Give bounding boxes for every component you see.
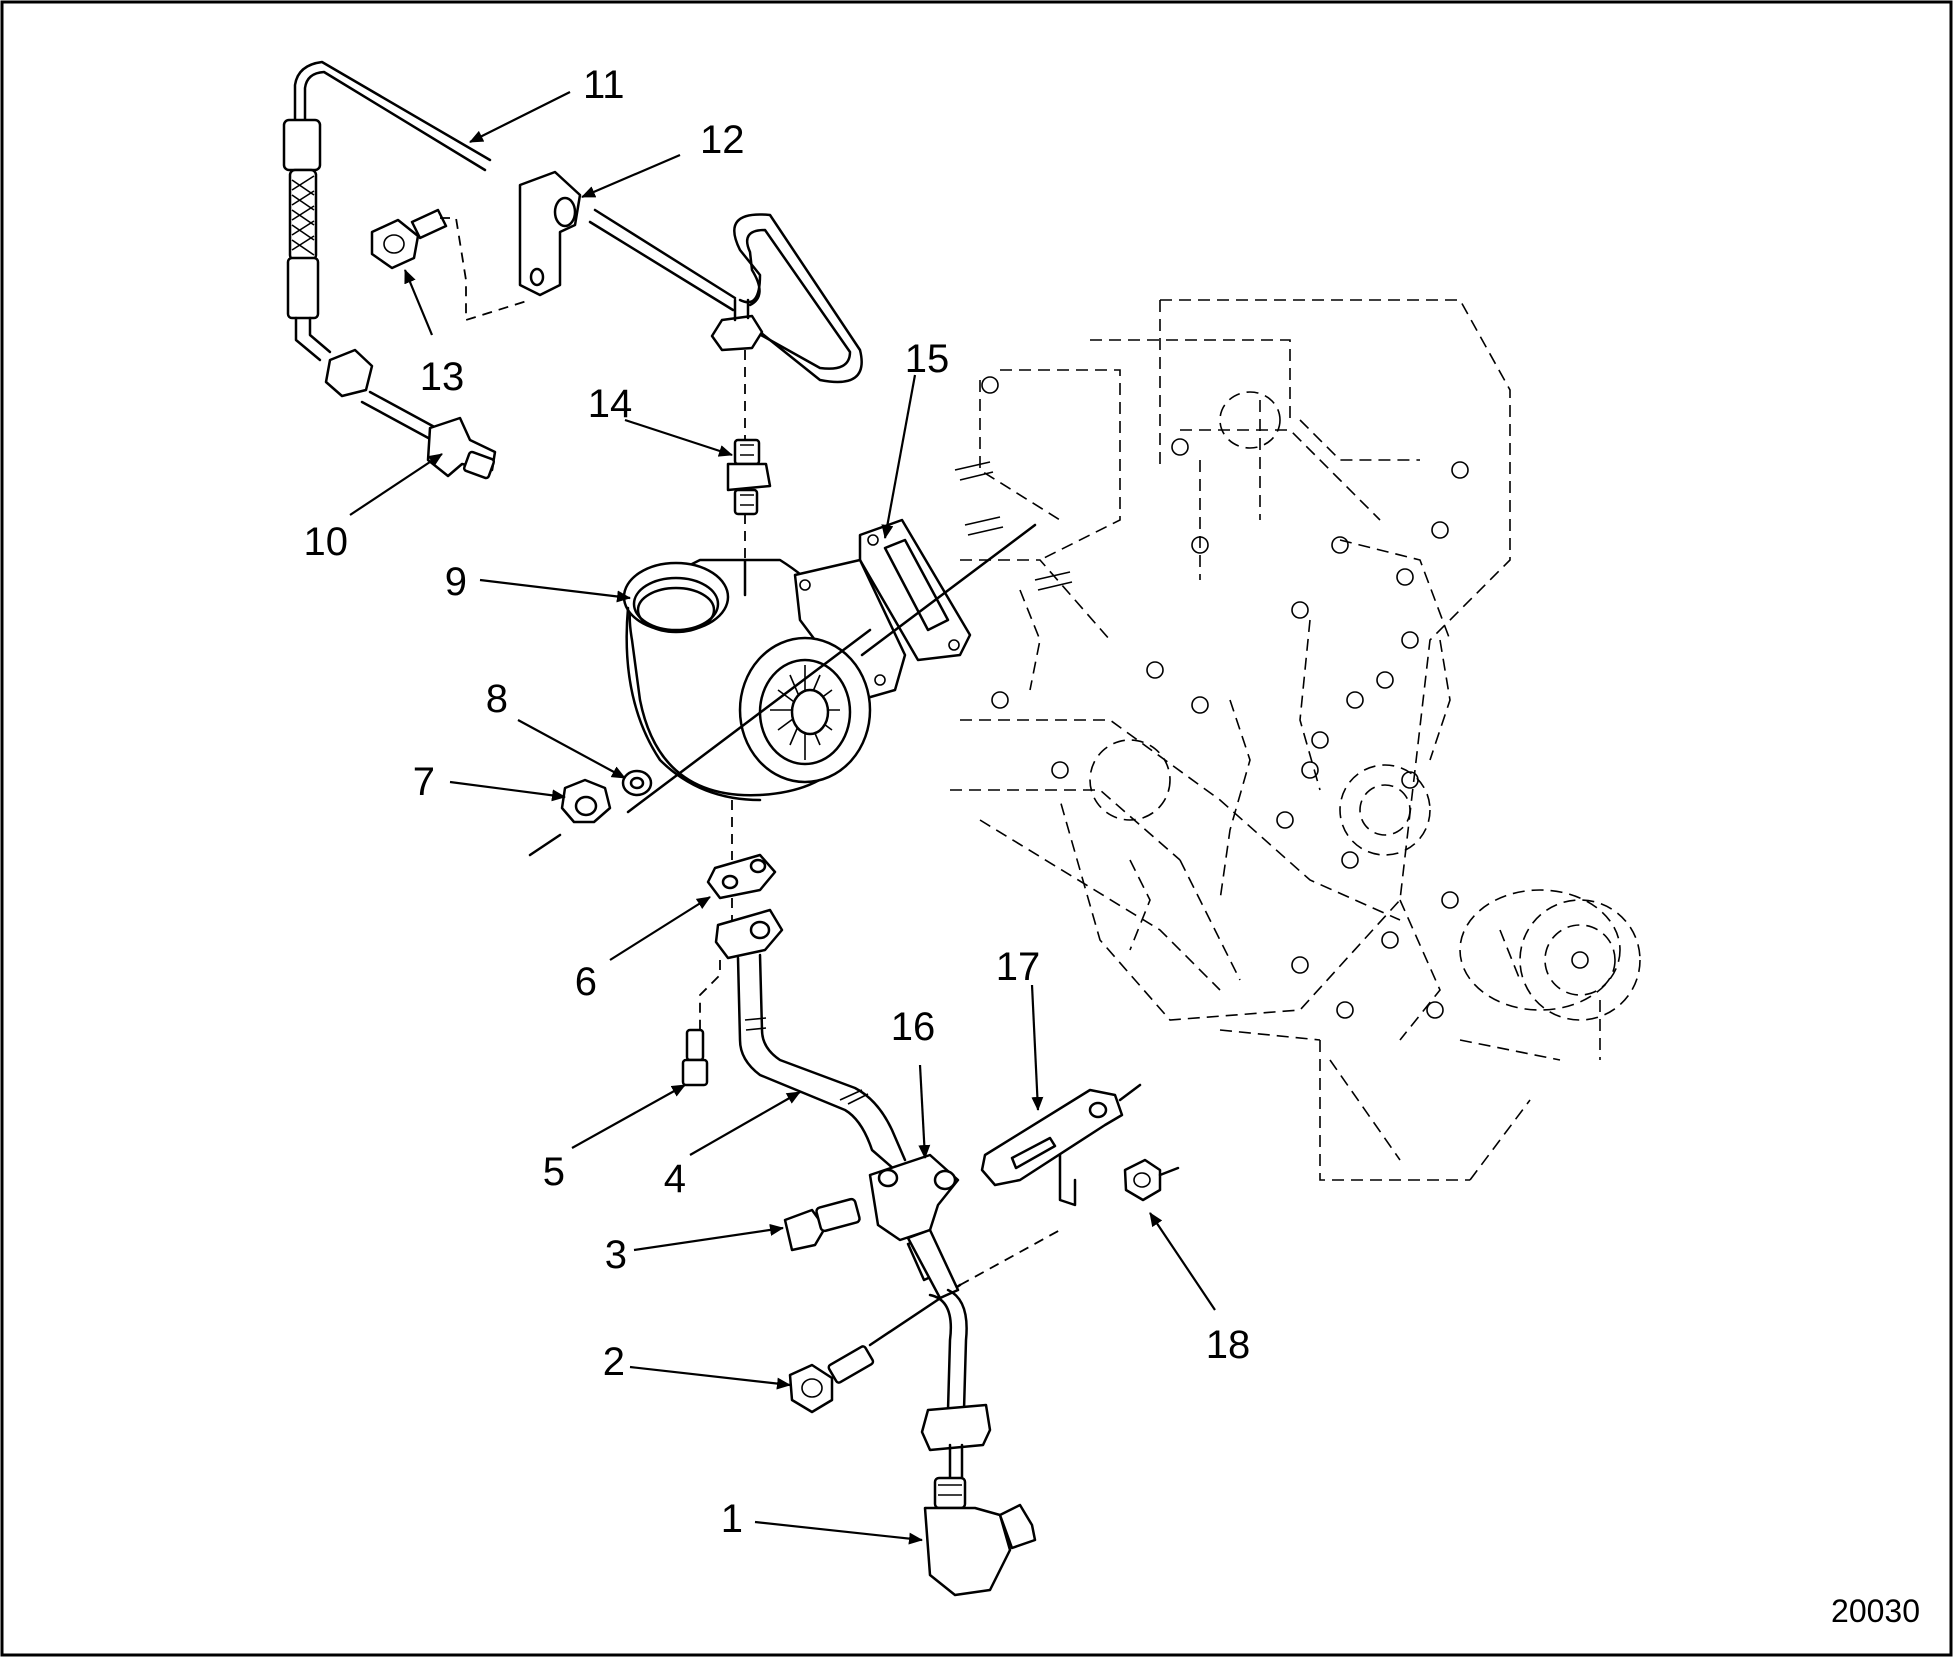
plug-3 <box>783 1197 861 1252</box>
callout-15: 15 <box>905 337 950 381</box>
bolt-2 <box>788 1229 1061 1414</box>
callout-7: 7 <box>413 760 435 804</box>
washer-8 <box>621 769 653 797</box>
return-line <box>906 1228 992 1482</box>
callout-2: 2 <box>603 1340 625 1384</box>
bracket-17 <box>980 1083 1142 1207</box>
callout-14: 14 <box>588 382 633 426</box>
engine-block-outline <box>950 299 1641 1181</box>
callout-13: 13 <box>420 355 465 399</box>
connector-14 <box>726 350 772 580</box>
turbocharger-9 <box>622 523 1037 814</box>
callout-10: 10 <box>304 520 349 564</box>
callout-labels: 1 2 3 4 5 6 7 8 9 10 11 12 13 14 15 16 1… <box>304 63 1921 1629</box>
nut-7 <box>528 778 612 857</box>
callout-11: 11 <box>583 63 625 107</box>
callout-16: 16 <box>891 1005 936 1049</box>
callout-4: 4 <box>664 1157 686 1201</box>
callout-17: 17 <box>996 945 1041 989</box>
elbow-1 <box>923 1476 1037 1597</box>
clip-12 <box>518 170 582 297</box>
callout-5: 5 <box>543 1150 565 1194</box>
drain-pipe-4 <box>699 898 907 1172</box>
callout-8: 8 <box>486 677 508 721</box>
bolt-13 <box>370 208 531 322</box>
callout-12: 12 <box>700 118 745 162</box>
callout-1: 1 <box>721 1497 743 1541</box>
leader-lines <box>349 91 1216 1545</box>
callout-6: 6 <box>575 960 597 1004</box>
callout-18: 18 <box>1206 1323 1251 1367</box>
figure-number: 20030 <box>1831 1593 1920 1629</box>
gasket-6 <box>706 800 777 900</box>
callout-9: 9 <box>445 560 467 604</box>
nut-18 <box>1123 1158 1180 1202</box>
callout-3: 3 <box>605 1233 627 1277</box>
oil-supply-line <box>282 60 863 442</box>
stud-5 <box>681 1028 709 1087</box>
fitting-10 <box>426 416 497 480</box>
